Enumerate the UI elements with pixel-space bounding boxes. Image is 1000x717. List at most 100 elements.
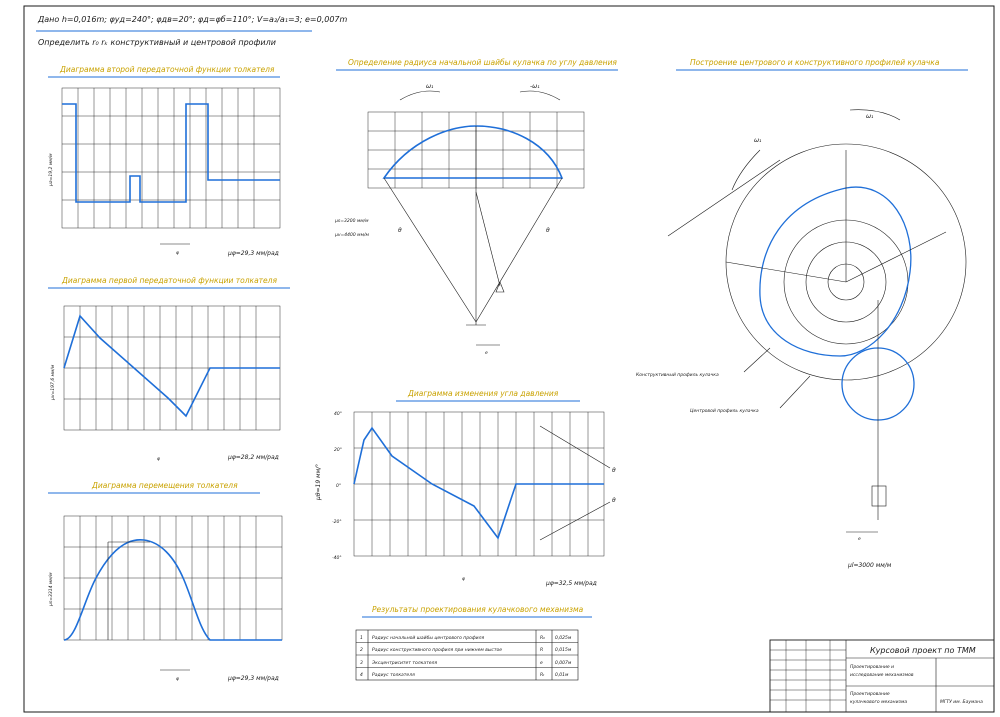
disp-title: Диаграмма перемещения толкателя — [91, 481, 238, 490]
accel-grid-lines — [62, 88, 280, 228]
angle-theta-upper: θ — [612, 467, 616, 474]
results-row-3: 4 Радиус толкателя Rₜ 0,01м — [360, 672, 569, 678]
stamp-line4: кулачкового механизма — [850, 700, 907, 705]
stamp-line3: Проектирование — [850, 691, 890, 697]
disp-curve — [63, 538, 282, 641]
angle-limit-lower — [539, 501, 611, 541]
radius-omega1: ω₁ — [426, 83, 434, 90]
results-sym: e — [540, 661, 543, 666]
results-name: Радиус толкателя — [372, 672, 415, 678]
radius-support — [495, 281, 505, 293]
accel-yaxis-label: μa=19,2 мм/м — [48, 153, 54, 187]
vel-yaxis-label: μv=197,6 мм/м — [50, 364, 56, 401]
results-table — [355, 629, 579, 681]
radius-mu2: μv=4400 мм/м — [334, 232, 369, 238]
angle-theta-lower: θ — [612, 497, 616, 504]
radius-omega-arrow-right — [519, 90, 561, 101]
results-n: 4 — [360, 672, 363, 678]
profile-leader-constructive — [743, 347, 771, 373]
results-sym: R₀ — [540, 635, 545, 641]
angle-limit-upper — [539, 425, 611, 469]
task-text: Определить r₀ rₖ конструктивный и центро… — [38, 38, 276, 47]
disp-chart — [63, 515, 283, 641]
radius-theta-left: θ — [398, 227, 402, 234]
results-name: Эксцентриситет толкателя — [371, 660, 437, 666]
accel-phi: φ — [176, 251, 179, 256]
radius-line-right — [475, 177, 563, 323]
stamp-title: Курсовой проект по ТММ — [870, 646, 976, 655]
disp-grid-lines — [64, 516, 282, 640]
angle-yaxis-label: μθ=19 мм/° — [315, 464, 322, 501]
results-val: 0,025м — [555, 635, 572, 641]
radius-line-o — [475, 191, 501, 287]
radius-line-left — [383, 177, 477, 323]
sheet-frame — [23, 5, 995, 713]
angle-chart — [353, 411, 611, 557]
profile-central-curve — [759, 186, 912, 357]
accel-curve — [62, 103, 280, 203]
profile-drawing — [667, 109, 967, 533]
given-text: Дано h=0,016m; φуд=240°; φдв=20°; φд=φб=… — [37, 15, 348, 24]
profile-omega1-left: ω₁ — [754, 137, 762, 144]
angle-phi: φ — [462, 577, 465, 582]
angle-tick-2: 0° — [336, 483, 341, 489]
vel-chart — [63, 305, 281, 431]
results-row-2: 3 Эксцентриситет толкателя e 0,007м — [360, 660, 572, 666]
vel-curve — [63, 314, 280, 418]
results-row-0: 1 Радиус начальной шайбы центрового проф… — [360, 635, 572, 641]
title-block — [769, 639, 995, 713]
radius-diagram — [367, 90, 585, 346]
radius-theta-right: θ — [546, 227, 550, 234]
stamp-line2: исследование механизмов — [850, 673, 914, 678]
radius-minus-omega1: -ω₁ — [530, 83, 540, 90]
angle-grid-lines — [354, 412, 604, 556]
stamp-line1: Проектирование и — [850, 664, 894, 670]
radius-omega-arrow-left — [399, 90, 441, 101]
radius-title: Определение радиуса начальной шайбы кула… — [348, 58, 617, 67]
radius-curve — [382, 125, 564, 179]
results-sym: Rₜ — [540, 672, 545, 678]
results-n: 3 — [360, 660, 363, 666]
vel-phi: φ — [157, 457, 160, 462]
angle-tick-4: -40° — [332, 555, 342, 561]
results-name: Радиус начальной шайбы центрового профил… — [372, 635, 484, 641]
results-n: 2 — [360, 647, 363, 653]
title-block-frame — [769, 639, 995, 713]
profile-axis-slant — [845, 231, 947, 283]
profile-dim-line — [667, 159, 781, 237]
results-val: 0,007м — [555, 660, 572, 666]
profile-mu: μl=3000 мм/м — [847, 562, 892, 569]
angle-curve — [353, 426, 604, 540]
angle-title: Диаграмма изменения угла давления — [407, 389, 559, 398]
accel-title: Диаграмма второй передаточной функции то… — [59, 65, 275, 74]
vel-mu: μφ=28,2 мм/рад — [227, 454, 279, 461]
accel-grid-frame — [61, 87, 281, 229]
accel-mu: μφ=29,3 мм/рад — [227, 250, 279, 257]
disp-mu: μφ=29,3 мм/рад — [227, 675, 279, 682]
disp-yaxis-label: μs=3314 мм/м — [48, 572, 54, 607]
vel-title: Диаграмма первой передаточной функции то… — [61, 276, 277, 285]
results-name: Радиус конструктивного профиля при нижне… — [372, 647, 502, 653]
angle-tick-3: -20° — [332, 519, 342, 525]
angle-tick-0: 40° — [334, 411, 342, 417]
results-n: 1 — [360, 635, 363, 641]
profile-e: e — [858, 537, 861, 542]
profile-central-label: Центровой профиль кулачка — [690, 408, 759, 414]
results-sym: R — [540, 647, 543, 653]
accel-chart — [61, 87, 281, 229]
profile-constructive-label: Конструктивный профиль кулачка — [636, 372, 719, 378]
profile-follower-guide — [871, 485, 887, 507]
results-val: 0,015м — [555, 647, 572, 653]
results-title: Результаты проектирования кулачкового ме… — [372, 605, 584, 614]
angle-tick-1: 20° — [334, 447, 342, 453]
profile-title: Построение центрового и конструктивного … — [690, 58, 940, 67]
profile-axis-left — [725, 261, 847, 283]
radius-mu1: μs=3200 мм/м — [334, 218, 369, 224]
profile-omega-arrow-left — [731, 149, 761, 191]
profile-omega1-top: ω₁ — [866, 113, 874, 120]
angle-mu: μφ=32,5 мм/рад — [545, 580, 597, 587]
profile-omega-arrow-top — [849, 109, 901, 121]
stamp-org: МГТУ им. Баумана — [940, 699, 983, 705]
radius-e: e — [485, 351, 488, 356]
